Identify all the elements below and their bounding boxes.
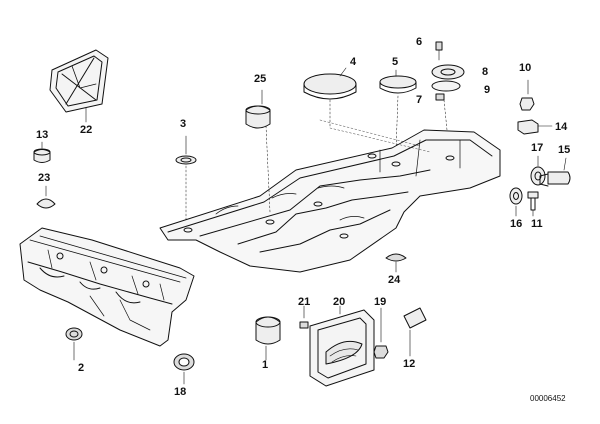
part-20-drawing xyxy=(309,305,375,387)
callout-8[interactable]: 8 xyxy=(482,66,489,78)
callout-22[interactable]: 22 xyxy=(80,124,93,136)
callout-2[interactable]: 2 xyxy=(78,362,85,374)
part-3-drawing xyxy=(175,135,197,227)
callout-14[interactable]: 14 xyxy=(555,121,568,133)
part-2-drawing xyxy=(65,327,83,361)
callout-5[interactable]: 5 xyxy=(392,56,399,68)
callout-16[interactable]: 16 xyxy=(510,218,523,230)
callout-11[interactable]: 11 xyxy=(531,218,543,230)
part-21-drawing xyxy=(299,305,309,329)
callout-13[interactable]: 13 xyxy=(36,129,49,141)
floor-pan-drawing xyxy=(159,119,501,273)
callout-15[interactable]: 15 xyxy=(558,144,571,156)
part-11-drawing xyxy=(527,191,539,217)
part-12-drawing xyxy=(403,307,427,357)
part-14-drawing xyxy=(517,119,553,135)
callout-25[interactable]: 25 xyxy=(254,73,267,85)
callout-3[interactable]: 3 xyxy=(180,118,187,130)
part-6-9-drawing xyxy=(431,41,465,161)
callout-10[interactable]: 10 xyxy=(519,62,532,74)
callout-7[interactable]: 7 xyxy=(416,94,423,106)
part-25-drawing xyxy=(245,89,271,129)
callout-1[interactable]: 1 xyxy=(262,359,269,371)
callout-12[interactable]: 12 xyxy=(403,358,416,370)
part-10-drawing xyxy=(519,79,535,111)
part-23-drawing xyxy=(36,185,56,209)
part-19-drawing xyxy=(373,307,389,359)
part-15-drawing xyxy=(539,157,571,187)
callout-4[interactable]: 4 xyxy=(350,56,357,68)
callout-18[interactable]: 18 xyxy=(174,386,187,398)
callout-20[interactable]: 20 xyxy=(333,296,346,308)
callout-23[interactable]: 23 xyxy=(38,172,51,184)
callout-21[interactable]: 21 xyxy=(298,296,311,308)
part-5-drawing xyxy=(379,69,417,151)
callout-17[interactable]: 17 xyxy=(531,142,544,154)
part-16-drawing xyxy=(509,187,523,217)
callout-6[interactable]: 6 xyxy=(416,36,423,48)
firewall-bulkhead-drawing xyxy=(19,227,195,347)
part-24-drawing xyxy=(385,253,407,273)
part-22-drawing xyxy=(49,49,109,123)
part-13-drawing xyxy=(33,141,51,163)
part-17-drawing xyxy=(530,155,546,186)
callout-9[interactable]: 9 xyxy=(484,84,491,96)
callout-24[interactable]: 24 xyxy=(388,274,401,286)
part-4-drawing xyxy=(303,67,357,129)
callout-19[interactable]: 19 xyxy=(374,296,387,308)
part-1-drawing xyxy=(255,316,281,361)
document-number: 00006452 xyxy=(530,394,566,403)
part-18-drawing xyxy=(173,353,195,385)
